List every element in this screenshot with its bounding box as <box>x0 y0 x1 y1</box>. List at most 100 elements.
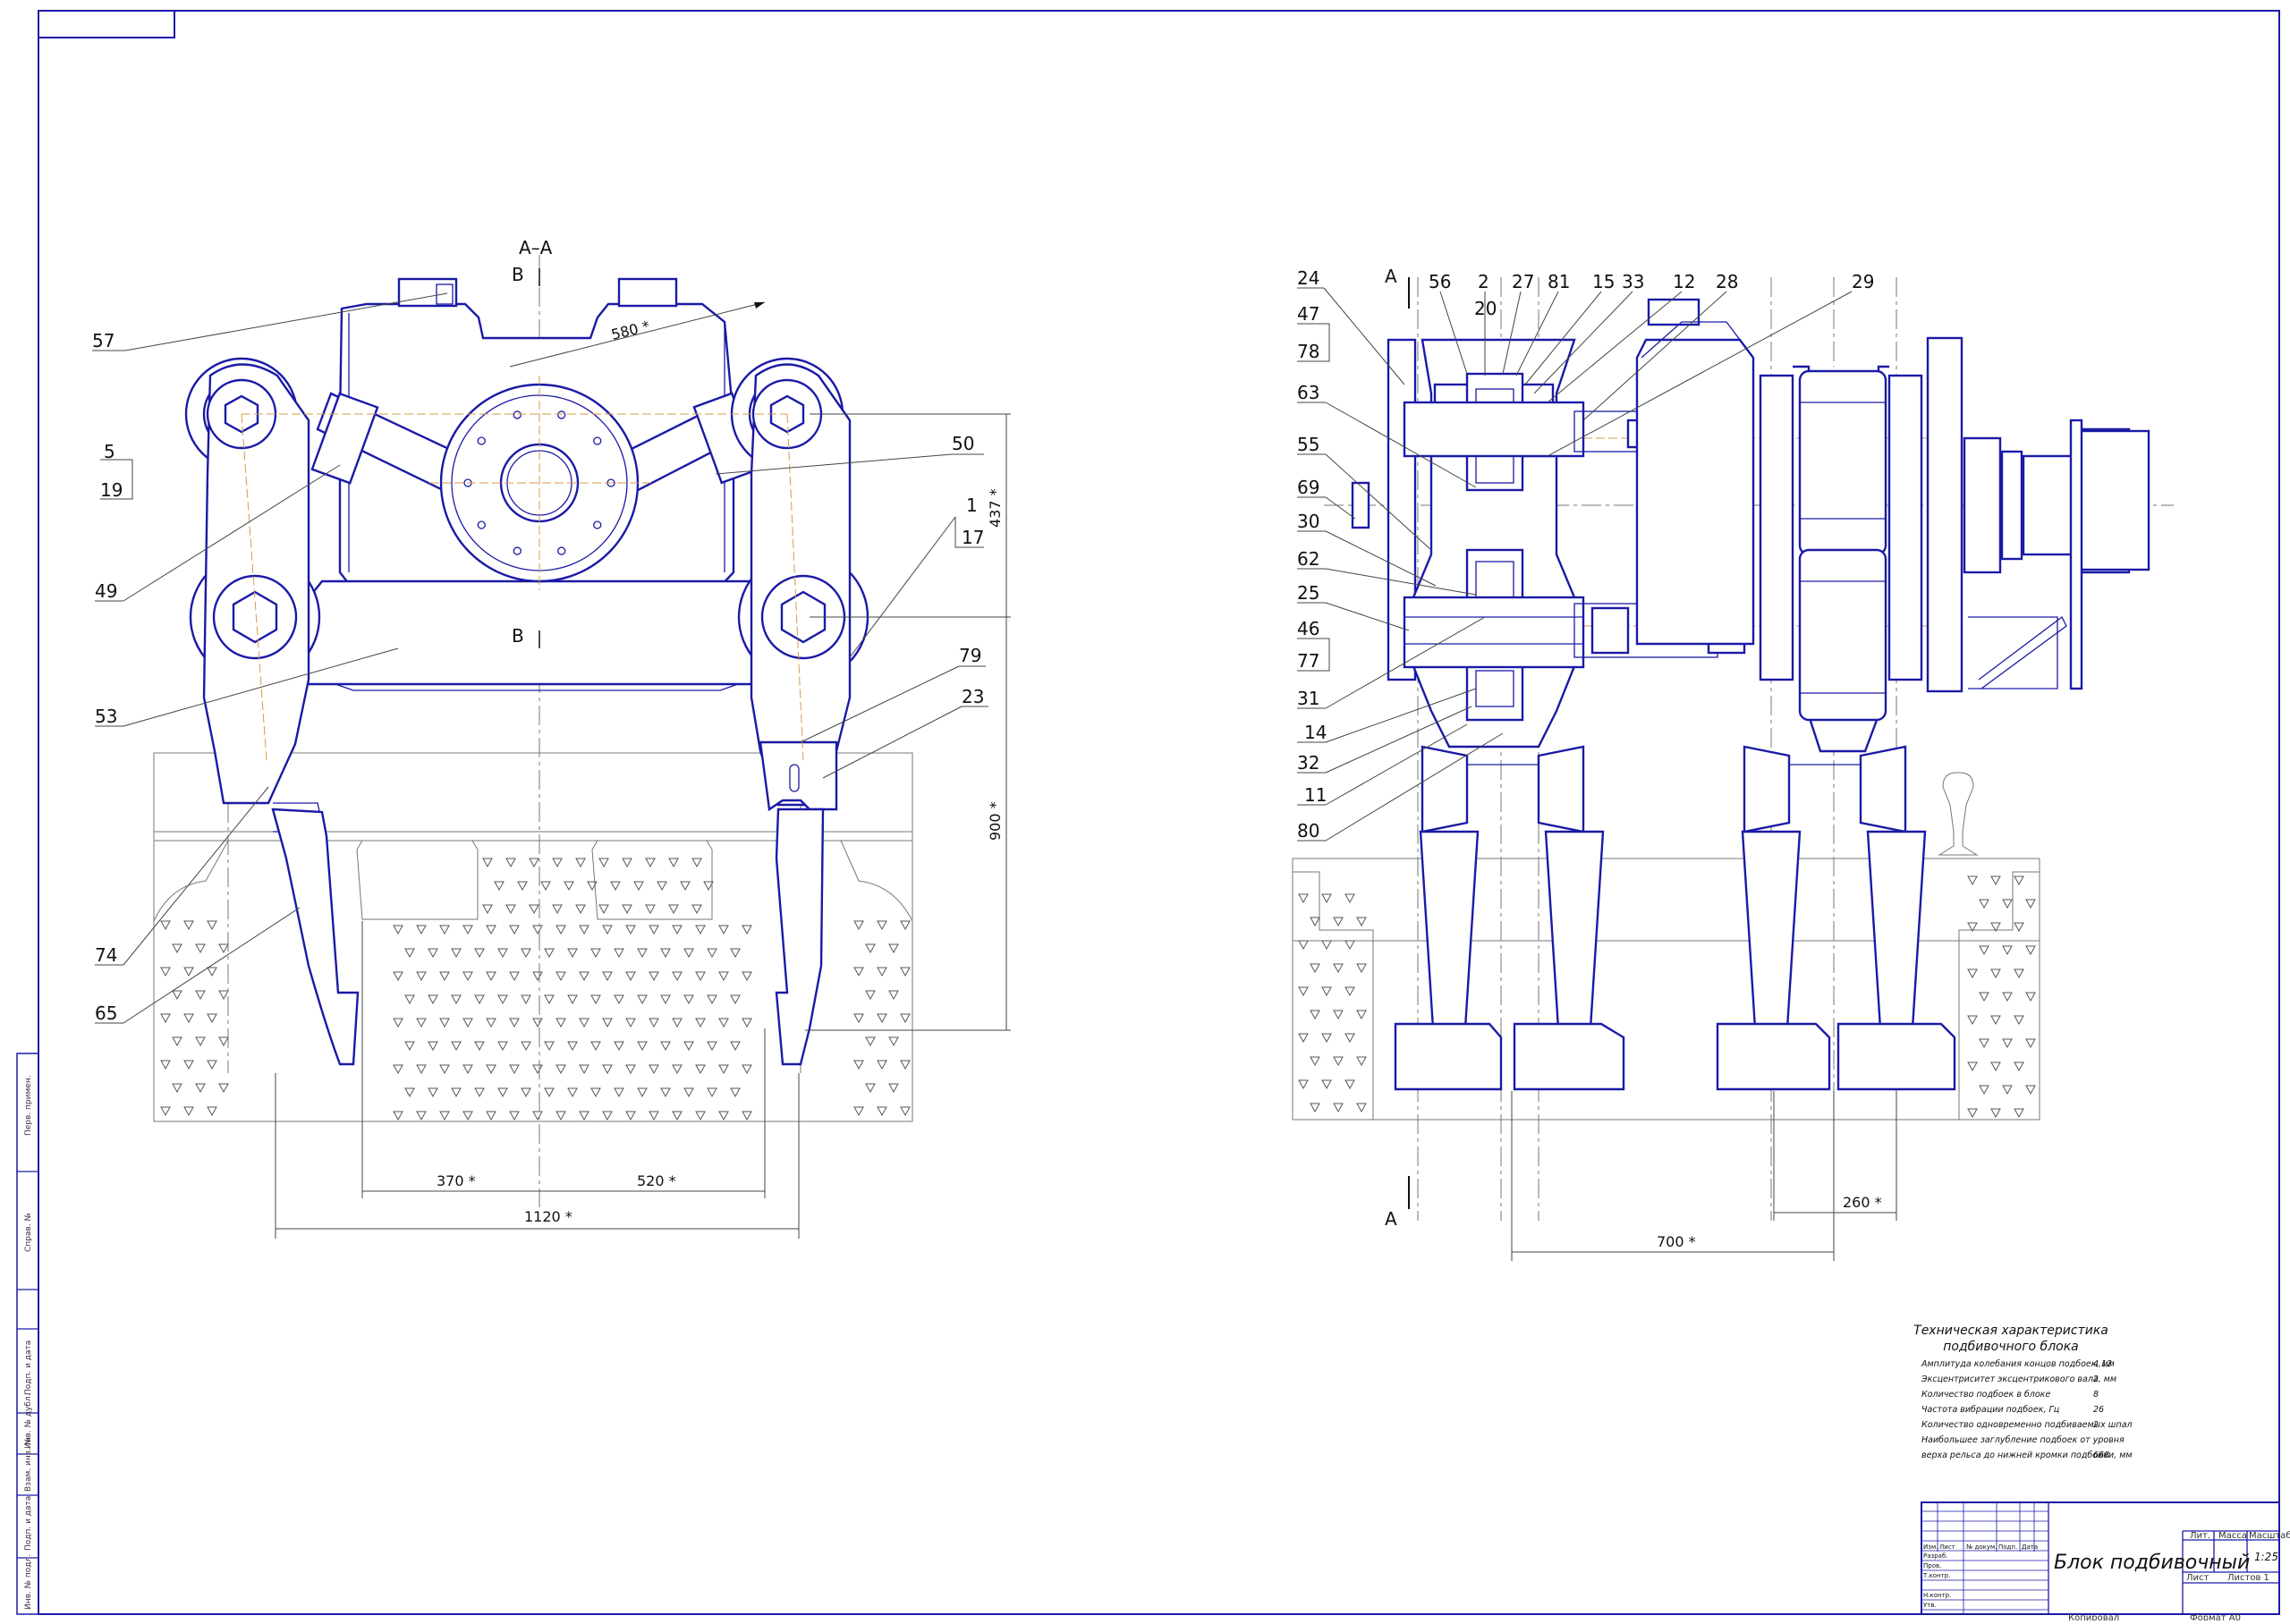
title-block-name: Блок подбивочный <box>2054 1552 2250 1574</box>
right-view: A A 700 * 260 * 24 47 78 63 55 69 30 62 … <box>1292 266 2174 1261</box>
sidebar-cell-5: Взам. инв. № <box>24 1437 33 1492</box>
dim-370: 370 * <box>437 1172 476 1189</box>
dim-260: 260 * <box>1843 1194 1882 1211</box>
label-63: 63 <box>1297 382 1319 403</box>
label-29: 29 <box>1852 271 1874 292</box>
label-24: 24 <box>1297 267 1319 289</box>
label-19: 19 <box>100 479 123 501</box>
label-20: 20 <box>1474 298 1497 319</box>
label-74: 74 <box>95 944 117 966</box>
sidebar-cell-7: Инв. № подл. <box>24 1554 33 1610</box>
tech-title-1: Техническая характеристика <box>1913 1324 2108 1338</box>
tech-row-text: Количество подбоек в блоке <box>1921 1390 2050 1400</box>
title-block-header-cell: № докум. <box>1966 1544 1997 1551</box>
label-15: 15 <box>1592 271 1615 292</box>
bolt-hole <box>593 520 602 529</box>
title-block-role: Н.контр. <box>1923 1592 1951 1599</box>
tech-row-text: Частота вибрации подбоек, Гц <box>1921 1405 2059 1415</box>
tech-row-value: 26 <box>2093 1405 2104 1415</box>
label-47: 47 <box>1297 303 1319 325</box>
title-block-sheets: Листов 1 <box>2227 1573 2269 1583</box>
label-11: 11 <box>1304 784 1327 806</box>
label-1: 1 <box>966 495 978 516</box>
title-block-role: Разраб. <box>1923 1552 1948 1560</box>
label-28: 28 <box>1716 271 1738 292</box>
tech-row-value: 2 <box>2093 1420 2099 1430</box>
label-77: 77 <box>1297 650 1319 672</box>
bolt-hole <box>477 520 486 529</box>
tech-row-text: Эксцентриситет эксцентрикового вала, мм <box>1921 1374 2116 1384</box>
label-17: 17 <box>962 527 984 548</box>
label-78: 78 <box>1297 341 1319 362</box>
sidebar-cell-2: Справ. № <box>24 1213 33 1252</box>
title-block-mass: Масса <box>2218 1531 2247 1541</box>
title-block-header-cell: Изм. <box>1923 1544 1938 1551</box>
tech-row-text: верха рельса до нижней кромки подбойки, … <box>1921 1451 2133 1460</box>
label-12: 12 <box>1673 271 1695 292</box>
title-block-sheet: Лист <box>2186 1573 2209 1583</box>
title-block-header-cell: Лист <box>1939 1544 1955 1551</box>
tech-row-text: Количество одновременно подбиваемых шпал <box>1921 1420 2133 1430</box>
tech-title-2: подбивочного блока <box>1943 1340 2079 1354</box>
label-46: 46 <box>1297 618 1319 639</box>
title-block-role: Утв. <box>1923 1602 1937 1609</box>
sidebar-stamp: Перв. примен. Справ. № Подп. и дата Инв.… <box>16 1053 39 1615</box>
drawing-frame <box>38 10 2280 1615</box>
label-53: 53 <box>95 706 117 727</box>
title-block-lit: Лит. <box>2190 1531 2210 1541</box>
label-56: 56 <box>1429 271 1451 292</box>
section-marker-a-bottom: A <box>1385 1208 1397 1230</box>
dim-437: 437 * <box>987 488 1004 528</box>
dim-1120: 1120 * <box>524 1208 572 1225</box>
section-marker-a-top: A <box>1385 266 1397 287</box>
title-block-format: Формат А0 <box>2190 1613 2241 1620</box>
tech-row-value: 8 <box>2093 1390 2099 1400</box>
label-25: 25 <box>1297 582 1319 604</box>
ballast-hatch-left <box>160 858 911 1121</box>
dim-700: 700 * <box>1657 1233 1696 1250</box>
left-view: A–A B B 580 * 437 * 900 * 370 * 520 * 11… <box>92 237 1011 1239</box>
dim-520: 520 * <box>637 1172 676 1189</box>
label-2: 2 <box>1478 271 1489 292</box>
bolt-hole <box>513 546 522 555</box>
label-80: 80 <box>1297 820 1319 842</box>
title-block-scale-label: Масштаб <box>2249 1531 2290 1541</box>
tech-row-text: Наибольшее заглубление подбоек от уровня <box>1921 1435 2125 1445</box>
title-block-role: Пров. <box>1923 1562 1941 1569</box>
label-31: 31 <box>1297 688 1319 709</box>
label-30: 30 <box>1297 511 1319 532</box>
tech-row-value: 4,12 <box>2093 1359 2112 1369</box>
section-marker-b-top: B <box>512 264 524 285</box>
ballast-hatch-right <box>1298 875 2036 1119</box>
sidebar-cell-4: Инв. № дубл. <box>24 1393 33 1449</box>
sidebar-cell-1: Перв. примен. <box>24 1075 33 1136</box>
label-49: 49 <box>95 580 117 602</box>
label-32: 32 <box>1297 752 1319 774</box>
label-57: 57 <box>92 330 114 351</box>
title-block-scale: 1:25 <box>2254 1551 2278 1563</box>
title-block-copied: Копировал <box>2068 1613 2119 1620</box>
bolt-hole <box>593 436 602 445</box>
tamping-tines <box>1419 830 1927 1079</box>
label-65: 65 <box>95 1002 117 1024</box>
title-block-header-cell: Подп. <box>1998 1544 2017 1551</box>
label-14: 14 <box>1304 722 1327 743</box>
label-50: 50 <box>952 433 974 454</box>
label-27: 27 <box>1512 271 1534 292</box>
sidebar-cell-3: Подп. и дата <box>24 1341 33 1395</box>
bolt-hole <box>477 436 486 445</box>
label-69: 69 <box>1297 477 1319 498</box>
label-79: 79 <box>959 645 981 666</box>
sidebar-cell-6: Подп. и дата <box>24 1496 33 1551</box>
bolt-hole <box>557 410 566 419</box>
section-marker-b-bottom: B <box>512 625 524 647</box>
title-block-header-cell: Дата <box>2022 1544 2038 1551</box>
section-title: A–A <box>519 237 553 258</box>
title-block-role: Т.контр. <box>1922 1572 1950 1579</box>
label-81: 81 <box>1548 271 1570 292</box>
tech-row-value: 2 <box>2093 1374 2099 1384</box>
label-62: 62 <box>1297 548 1319 570</box>
tech-row-text: Амплитуда колебания концов подбоек, мм <box>1921 1359 2115 1369</box>
